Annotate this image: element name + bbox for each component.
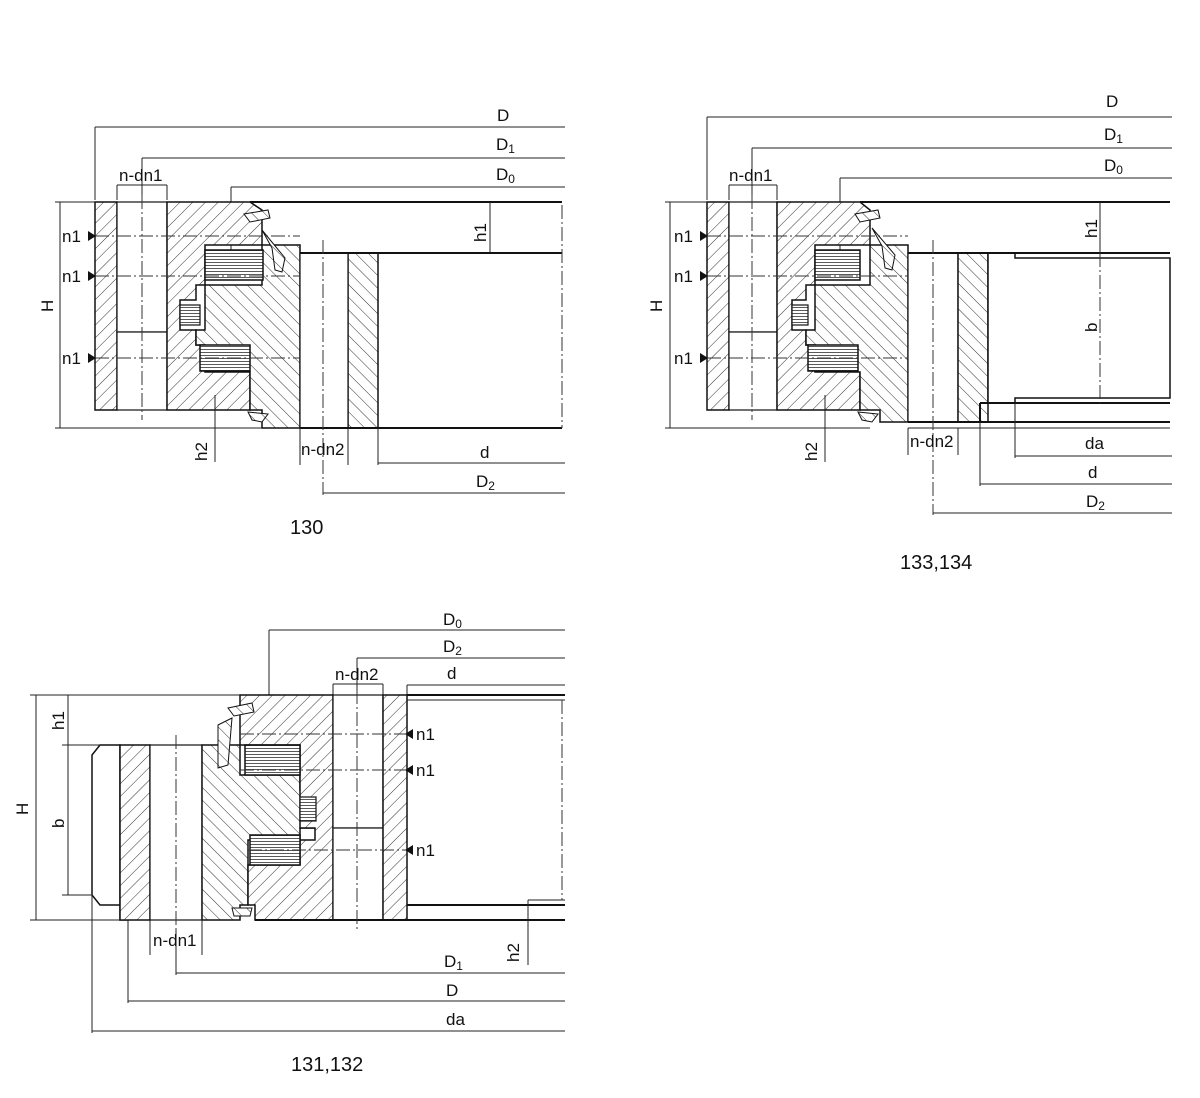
label-n1: n1 — [674, 349, 693, 368]
label-H: H — [38, 300, 57, 312]
label-D2: D2 — [476, 472, 495, 493]
label-D: D — [1106, 92, 1118, 111]
label-n1: n1 — [674, 267, 693, 286]
label-D0: D0 — [1104, 156, 1123, 177]
label-n1: n1 — [62, 227, 81, 246]
label-D: D — [497, 106, 509, 125]
label-n-dn2: n-dn2 — [910, 432, 953, 451]
label-D2: D2 — [1086, 492, 1105, 513]
label-b: b — [1082, 323, 1101, 332]
label-h1: h1 — [1082, 219, 1101, 238]
diagram-130: D D1 D0 n-dn1 h1 H n1 n1 n1 h2 n-dn2 d D… — [38, 106, 565, 539]
label-n1: n1 — [62, 267, 81, 286]
label-D1: D1 — [444, 952, 463, 973]
label-d: d — [1088, 463, 1097, 482]
label-n-dn1: n-dn1 — [119, 166, 162, 185]
label-n1: n1 — [416, 761, 435, 780]
label-n1: n1 — [416, 841, 435, 860]
label-n-dn1: n-dn1 — [729, 166, 772, 185]
diagram-131-132: D0 D2 d n-dn2 h1 H b n1 n1 n1 h2 n-dn1 D… — [13, 610, 565, 1076]
caption-130: 130 — [290, 517, 323, 539]
label-n-dn2: n-dn2 — [301, 440, 344, 459]
label-d: d — [480, 443, 489, 462]
label-D1: D1 — [496, 135, 515, 156]
label-D0: D0 — [496, 165, 515, 186]
label-h1: h1 — [471, 223, 490, 242]
diagram-133-134: D D1 D0 n-dn1 h1 H b n1 n1 n1 h2 n-dn2 d… — [647, 92, 1172, 574]
label-h1: h1 — [49, 711, 68, 730]
label-H: H — [647, 300, 666, 312]
label-n1: n1 — [674, 227, 693, 246]
caption-131-132: 131,132 — [291, 1054, 363, 1076]
label-b: b — [49, 819, 68, 828]
label-d: d — [447, 664, 456, 683]
label-da: da — [446, 1010, 465, 1029]
label-D2: D2 — [443, 637, 462, 658]
label-h2: h2 — [802, 442, 821, 461]
label-n1: n1 — [416, 725, 435, 744]
label-h2: h2 — [192, 442, 211, 461]
label-da: da — [1085, 434, 1104, 453]
label-H: H — [13, 803, 32, 815]
label-D1: D1 — [1104, 125, 1123, 146]
label-D0: D0 — [443, 610, 462, 631]
label-n1: n1 — [62, 349, 81, 368]
label-n-dn1: n-dn1 — [153, 931, 196, 950]
caption-133-134: 133,134 — [900, 552, 972, 574]
label-D: D — [446, 981, 458, 1000]
label-h2: h2 — [504, 943, 523, 962]
label-n-dn2: n-dn2 — [335, 665, 378, 684]
